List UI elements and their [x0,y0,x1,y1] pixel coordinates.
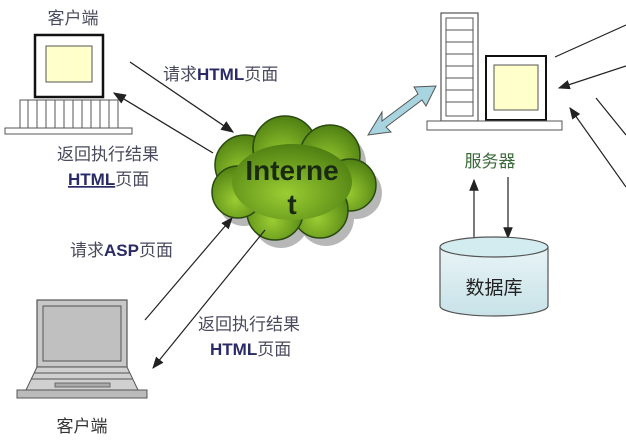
top-request-label: 请求HTML页面 [163,65,278,85]
internet-label: Interne [245,155,338,186]
bottom-response-label-2: HTML页面 [210,340,291,360]
top-client-label: 客户端 [48,9,99,29]
bottom-response-label: 返回执行结果 [198,315,300,335]
asp-response-arrow [152,229,266,369]
internet-cloud: Interne t [211,115,382,248]
database-icon: 数据库 [439,236,549,317]
bottom-request-label: 请求ASP页面 [70,241,173,261]
desktop-client: 客户端 [4,9,133,135]
top-response-label: 返回执行结果 [57,145,159,165]
server-label: 服务器 [465,152,516,172]
server: 服务器 [426,12,563,172]
response-arrow [112,92,214,154]
laptop-client: 客户端 [16,299,148,437]
request-arrow [129,61,235,133]
database-label: 数据库 [465,277,522,299]
asp-request-arrow [144,217,233,321]
internet-label-2: t [287,189,296,220]
keyboard-icon [19,99,119,129]
bidirectional-link-arrow [367,85,437,136]
bottom-client-label: 客户端 [57,417,108,437]
top-response-label-2: HTML页面 [68,170,149,190]
